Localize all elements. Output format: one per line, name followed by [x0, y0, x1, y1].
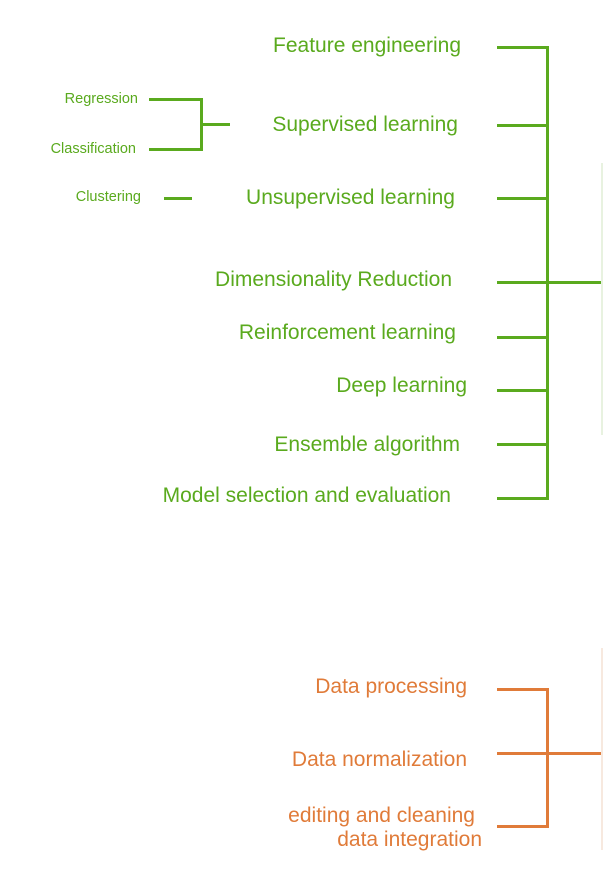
- node-supervised-learning: Supervised learning: [272, 113, 458, 136]
- node-classification: Classification: [50, 141, 136, 157]
- node-ensemble-algorithm: Ensemble algorithm: [274, 433, 460, 456]
- connector-reinforcement-learning: [497, 336, 548, 339]
- connector-feature-engineering: [497, 46, 548, 49]
- node-data-normalization: Data normalization: [291, 748, 467, 771]
- connector-classification: [149, 148, 203, 151]
- connector-unsupervised-learning: [497, 197, 548, 200]
- connector-regression: [149, 98, 203, 101]
- node-deep-learning: Deep learning: [336, 374, 467, 397]
- connector-data-normalization: [497, 752, 601, 755]
- node-model-selection-evaluation: Model selection and evaluation: [162, 484, 451, 507]
- node-reinforcement-learning: Reinforcement learning: [238, 321, 456, 344]
- connector-editing-cleaning: [497, 825, 548, 828]
- node-feature-engineering: Feature engineering: [273, 34, 461, 57]
- node-data-processing: Data processing: [315, 675, 467, 698]
- bracket-ml-main: [546, 46, 549, 500]
- connector-data-processing: [497, 688, 548, 691]
- node-unsupervised-learning: Unsupervised learning: [246, 186, 455, 209]
- connector-dimensionality-reduction: [497, 281, 601, 284]
- node-data-integration: data integration: [337, 828, 482, 851]
- connector-deep-learning: [497, 389, 548, 392]
- connector-supervised-sub: [200, 123, 230, 126]
- edge-line-ml: [601, 163, 603, 435]
- connector-clustering: [164, 197, 192, 200]
- connector-supervised-learning: [497, 124, 548, 127]
- edge-line-data: [601, 648, 603, 850]
- node-regression: Regression: [64, 91, 138, 107]
- bracket-data-main: [546, 688, 549, 828]
- connector-model-selection: [497, 497, 548, 500]
- node-dimensionality-reduction: Dimensionality Reduction: [215, 268, 452, 291]
- connector-ensemble-algorithm: [497, 443, 548, 446]
- node-editing-cleaning: editing and cleaning: [288, 804, 475, 827]
- node-clustering: Clustering: [75, 189, 141, 205]
